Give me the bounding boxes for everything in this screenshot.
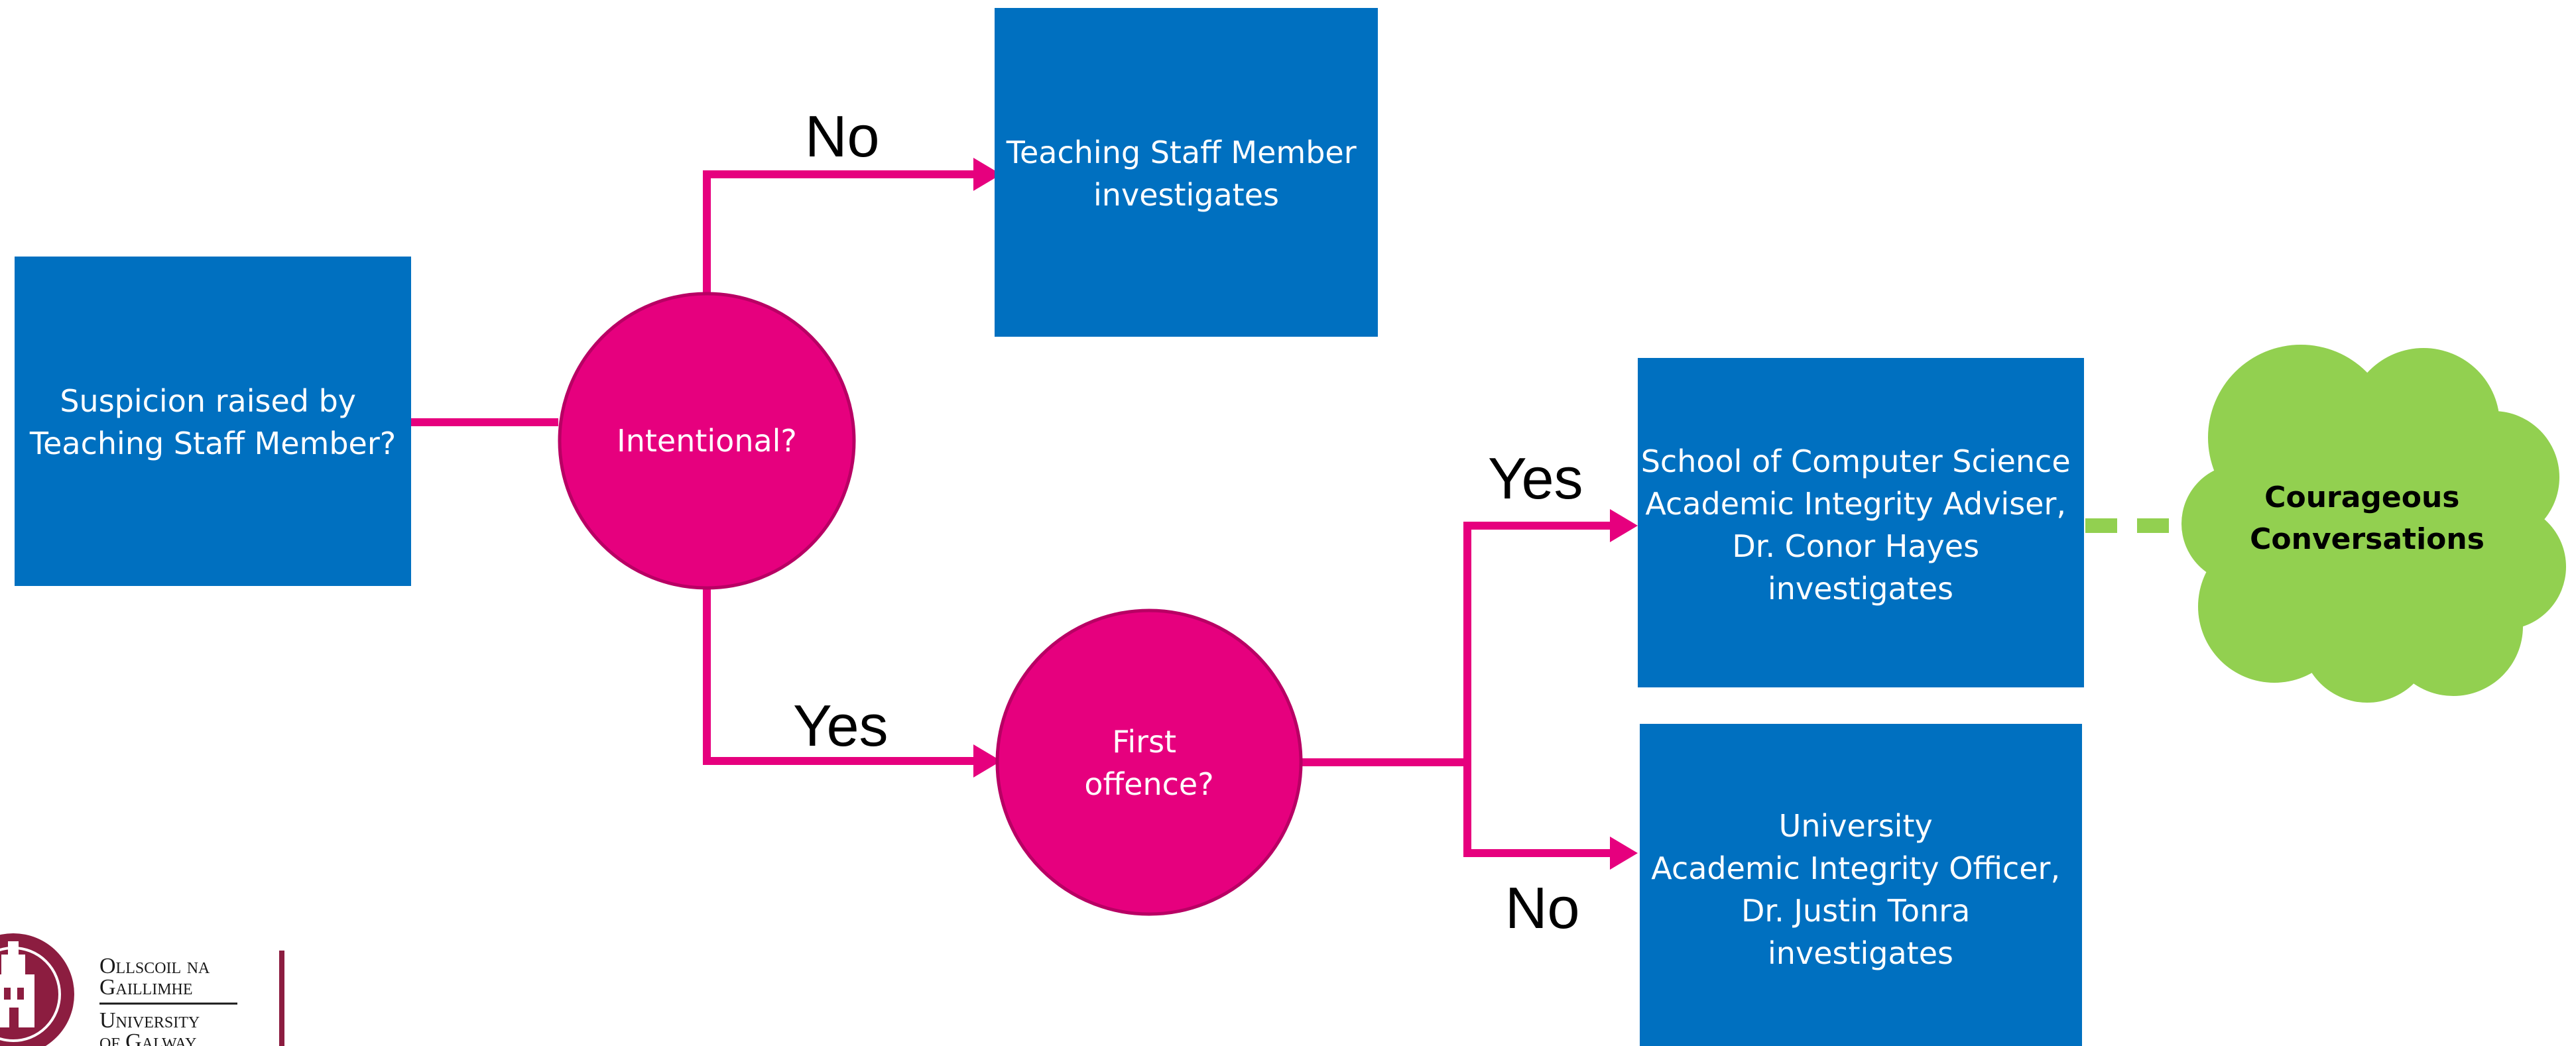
- connector-intentional-yes: [703, 589, 975, 765]
- arrowhead-intentional-yes: [973, 744, 1001, 778]
- node-university-officer-line-4: investigates: [1768, 935, 1953, 971]
- edge-label-first-offence-yes: Yes: [1488, 445, 1583, 511]
- node-first-offence: First offence?: [995, 609, 1303, 916]
- node-school-adviser-line-2: Academic Integrity Adviser,: [1645, 486, 2066, 522]
- edge-label-first-offence-no: No: [1505, 875, 1580, 941]
- node-school-adviser-label: School of Computer Science Academic Inte…: [1641, 443, 2081, 607]
- cloud-shape: [2181, 345, 2566, 703]
- node-first-offence-circle: [995, 609, 1303, 916]
- arrowhead-first-offence-yes: [1610, 509, 1638, 542]
- node-staff-investigates-box: [995, 8, 1378, 337]
- node-suspicion-label: Suspicion raised by Teaching Staff Membe…: [29, 383, 396, 461]
- node-staff-investigates: Teaching Staff Member investigates: [995, 8, 1378, 337]
- node-intentional-label: Intentional?: [617, 423, 797, 459]
- arrowhead-intentional-no: [973, 158, 1001, 191]
- node-school-adviser-line-1: School of Computer Science: [1641, 443, 2071, 479]
- node-university-officer: University Academic Integrity Officer, D…: [1640, 724, 2082, 1046]
- node-suspicion-line-1: Suspicion raised by: [60, 383, 356, 419]
- node-suspicion: Suspicion raised by Teaching Staff Membe…: [15, 257, 411, 586]
- university-seal-icon: [0, 933, 74, 1046]
- node-suspicion-line-2: Teaching Staff Member?: [29, 426, 396, 461]
- node-staff-investigates-line-2: investigates: [1093, 177, 1279, 213]
- node-intentional: Intentional?: [558, 292, 856, 590]
- node-first-offence-line-2: offence?: [1084, 766, 1213, 802]
- logo-irish-name-line-2: Gaillimhe: [99, 975, 193, 1000]
- node-university-officer-line-1: University: [1779, 808, 1933, 844]
- logo-vertical-bar: [279, 951, 284, 1046]
- node-courageous-line-2: Conversations: [2250, 522, 2484, 556]
- node-first-offence-label: First offence?: [1084, 724, 1213, 802]
- node-university-officer-label: University Academic Integrity Officer, D…: [1651, 808, 2069, 971]
- connector-intentional-no: [703, 170, 975, 294]
- university-logo: Ollscoil na Gaillimhe University of Galw…: [0, 933, 284, 1046]
- node-university-officer-line-3: Dr. Justin Tonra: [1741, 893, 1970, 929]
- connector-first-offence-no: [1463, 762, 1611, 857]
- edge-label-intentional-no: No: [805, 103, 880, 169]
- node-university-officer-box: [1640, 724, 2082, 1046]
- node-school-adviser-box: [1638, 358, 2084, 687]
- logo-english-name-line-1: University: [99, 1008, 200, 1033]
- node-courageous-line-1: Courageous: [2264, 481, 2459, 514]
- node-university-officer-line-2: Academic Integrity Officer,: [1651, 850, 2060, 886]
- logo-irish-name-line-1: Ollscoil na: [99, 954, 210, 978]
- node-school-adviser: School of Computer Science Academic Inte…: [1638, 358, 2084, 687]
- node-first-offence-line-1: First: [1112, 724, 1176, 760]
- node-courageous-cloud: Courageous Conversations: [2181, 345, 2566, 703]
- node-staff-investigates-label: Teaching Staff Member investigates: [1006, 135, 1367, 213]
- connector-first-offence-yes: [1463, 522, 1611, 762]
- arrowhead-first-offence-no: [1610, 837, 1638, 870]
- node-school-adviser-line-3: Dr. Conor Hayes: [1732, 528, 1979, 564]
- logo-english-name-line-2: of Galway: [99, 1029, 196, 1046]
- node-courageous-label: Courageous Conversations: [2250, 481, 2484, 556]
- node-school-adviser-line-4: investigates: [1768, 571, 1953, 607]
- node-intentional-line-1: Intentional?: [617, 423, 797, 459]
- edge-label-intentional-yes: Yes: [793, 693, 889, 758]
- node-staff-investigates-line-1: Teaching Staff Member: [1006, 135, 1357, 170]
- node-suspicion-box: [15, 257, 411, 586]
- node-intentional-circle: [558, 292, 856, 590]
